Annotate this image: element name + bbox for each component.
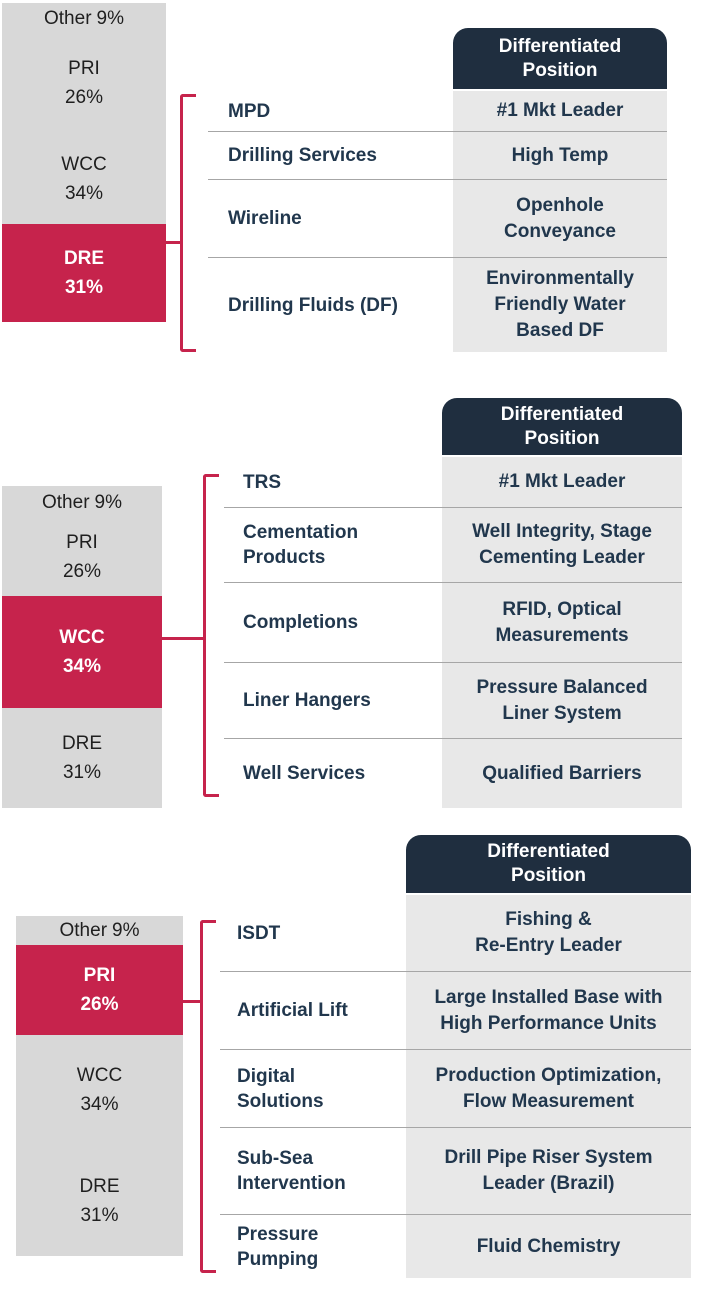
segment-label: DRE	[63, 248, 105, 269]
position-value: #1 Mkt Leader	[442, 457, 682, 507]
segment-pct: 31%	[64, 277, 104, 298]
product-line-label: ISDT	[220, 895, 406, 971]
dre-connector-line	[165, 241, 183, 244]
product-line-label: Drilling Services	[208, 132, 453, 179]
position-value: #1 Mkt Leader	[453, 91, 667, 131]
product-line-label: Digital Solutions	[220, 1050, 406, 1127]
position-value: Well Integrity, Stage Cementing Leader	[442, 508, 682, 582]
position-value: High Temp	[453, 132, 667, 179]
product-line-label: Wireline	[208, 180, 453, 257]
table-row: Wireline Openhole Conveyance	[208, 180, 667, 258]
dre-bracket	[180, 94, 196, 352]
differentiated-position-header: Differentiated Position	[442, 398, 682, 455]
table-row: MPD #1 Mkt Leader	[208, 91, 667, 132]
position-value: RFID, Optical Measurements	[442, 583, 682, 662]
bar-segment-wcc: WCC 34%	[2, 133, 166, 224]
segment-pct: 9%	[96, 7, 124, 29]
position-value: Qualified Barriers	[442, 739, 682, 808]
table-row: Drilling Fluids (DF) Environmentally Fri…	[208, 258, 667, 352]
position-value: Pressure Balanced Liner System	[442, 663, 682, 738]
position-value: Production Optimization, Flow Measuremen…	[406, 1050, 691, 1127]
segment-label: WCC	[61, 153, 107, 175]
table-row: Liner Hangers Pressure Balanced Liner Sy…	[224, 663, 682, 739]
wcc-section-bar: Other 9% PRI 26% WCC 34% DRE 31%	[2, 486, 162, 808]
segment-pct: 9%	[94, 491, 122, 513]
pri-section-bar: Other 9% PRI 26% WCC 34% DRE 31%	[16, 916, 183, 1256]
table-row: Well Services Qualified Barriers	[224, 739, 682, 808]
position-value: Fishing & Re-Entry Leader	[406, 895, 691, 971]
wcc-table: Differentiated Position TRS #1 Mkt Leade…	[224, 398, 682, 808]
segment-label: PRI	[83, 965, 116, 986]
bar-segment-pri: PRI 26%	[2, 518, 162, 596]
bar-segment-dre: DRE 31%	[16, 1145, 183, 1256]
pri-table: Differentiated Position ISDT Fishing & R…	[220, 835, 691, 1278]
bar-segment-dre: DRE 31%	[2, 708, 162, 808]
segment-label: PRI	[66, 532, 98, 553]
segment-pct: 34%	[64, 182, 104, 204]
segment-pct: 26%	[62, 561, 102, 582]
segment-pct: 34%	[80, 1094, 119, 1115]
differentiated-position-header: Differentiated Position	[406, 835, 691, 893]
bar-segment-wcc: WCC 34%	[16, 1035, 183, 1145]
segment-label: Other	[42, 491, 90, 513]
pri-connector-line	[183, 1000, 203, 1003]
position-value: Drill Pipe Riser System Leader (Brazil)	[406, 1128, 691, 1214]
table-row: Artificial Lift Large Installed Base wit…	[220, 972, 691, 1050]
bar-segment-pri-highlighted: PRI 26%	[16, 945, 183, 1035]
bar-segment-other: Other 9%	[2, 486, 162, 518]
product-line-label: Completions	[224, 583, 442, 662]
segment-label: DRE	[79, 1175, 120, 1197]
wcc-bracket	[203, 474, 219, 797]
bar-segment-other: Other 9%	[16, 916, 183, 945]
segment-pct: 31%	[80, 1204, 119, 1226]
product-line-label: Liner Hangers	[224, 663, 442, 738]
product-line-label: MPD	[208, 91, 453, 131]
segment-pct: 34%	[62, 656, 102, 677]
bar-segment-dre-highlighted: DRE 31%	[2, 224, 166, 322]
pri-bracket	[200, 920, 216, 1273]
product-line-label: Pressure Pumping	[220, 1215, 406, 1278]
bar-segment-other: Other 9%	[2, 3, 166, 33]
segment-label: DRE	[61, 733, 103, 754]
product-line-label: TRS	[224, 457, 442, 507]
product-line-label: Drilling Fluids (DF)	[208, 258, 453, 352]
product-line-label: Well Services	[224, 739, 442, 808]
table-row: Completions RFID, Optical Measurements	[224, 583, 682, 663]
table-row: TRS #1 Mkt Leader	[224, 457, 682, 508]
table-row: Cementation Products Well Integrity, Sta…	[224, 508, 682, 583]
dre-table: Differentiated Position MPD #1 Mkt Leade…	[208, 28, 667, 352]
differentiated-position-header: Differentiated Position	[453, 28, 667, 89]
position-value: Fluid Chemistry	[406, 1215, 691, 1278]
segment-label: Other	[44, 7, 92, 29]
table-row: Pressure Pumping Fluid Chemistry	[220, 1215, 691, 1278]
segment-pct: 9%	[112, 920, 140, 941]
bar-segment-wcc-highlighted: WCC 34%	[2, 596, 162, 708]
segment-label: PRI	[68, 58, 100, 79]
table-row: Digital Solutions Production Optimizatio…	[220, 1050, 691, 1128]
product-line-label: Sub-Sea Intervention	[220, 1128, 406, 1214]
bar-segment-pri: PRI 26%	[2, 33, 166, 133]
segment-pct: 26%	[64, 87, 104, 108]
product-line-label: Cementation Products	[224, 508, 442, 582]
segment-label: WCC	[76, 1065, 123, 1086]
segment-pct: 26%	[80, 994, 119, 1015]
table-row: Sub-Sea Intervention Drill Pipe Riser Sy…	[220, 1128, 691, 1215]
wcc-connector-line	[161, 637, 206, 640]
table-row: ISDT Fishing & Re-Entry Leader	[220, 895, 691, 972]
dre-section-bar: Other 9% PRI 26% WCC 34% DRE 31%	[2, 3, 166, 322]
segment-label: Other	[59, 920, 108, 941]
segment-label: WCC	[59, 627, 105, 648]
position-value: Large Installed Base with High Performan…	[406, 972, 691, 1049]
table-row: Drilling Services High Temp	[208, 132, 667, 180]
position-value: Environmentally Friendly Water Based DF	[453, 258, 667, 352]
segment-pct: 31%	[62, 762, 102, 783]
product-line-label: Artificial Lift	[220, 972, 406, 1049]
position-value: Openhole Conveyance	[453, 180, 667, 257]
